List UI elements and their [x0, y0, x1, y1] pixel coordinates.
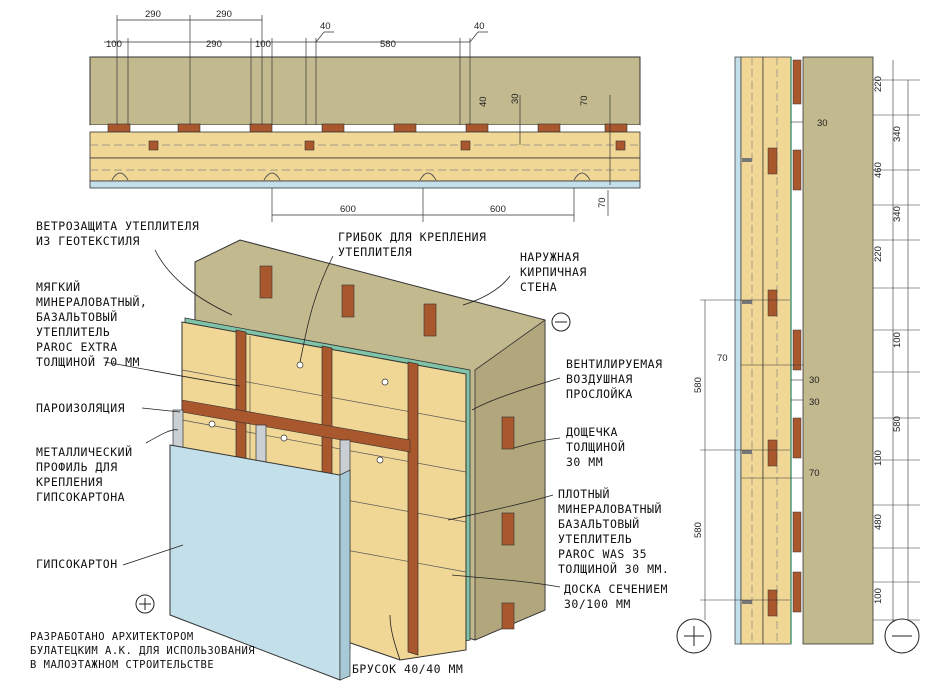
dim-sec-460: 460	[873, 162, 884, 178]
dim-sec-100-a: 100	[892, 332, 903, 348]
label-outer-wall: НАРУЖНАЯ КИРПИЧНАЯ СТЕНА	[520, 250, 587, 294]
label-metal-profile: МЕТАЛЛИЧЕСКИЙ ПРОФИЛЬ ДЛЯ КРЕПЛЕНИЯ ГИПС…	[36, 445, 133, 504]
label-soft-insulation: МЯГКИЙ МИНЕРАЛОВАТНЫЙ, БАЗАЛЬТОВЫЙ УТЕПЛ…	[36, 280, 148, 369]
dim-side-30: 30	[510, 93, 521, 104]
dim-bottom-600-a: 600	[340, 204, 356, 215]
label-bar: БРУСОК 40/40 ММ	[352, 662, 464, 676]
dim-top-290-c: 290	[206, 39, 222, 50]
label-plank: ДОСКА СЕЧЕНИЕМ 30/100 ММ	[564, 582, 668, 611]
dim-sec-inner-30-c: 30	[809, 397, 820, 408]
dim-sec-inner-30-b: 30	[809, 375, 820, 386]
dim-sec-100-c: 100	[873, 588, 884, 604]
top-plan	[89, 15, 641, 222]
dim-top-100-a: 100	[106, 39, 122, 50]
label-fungus: ГРИБОК ДЛЯ КРЕПЛЕНИЯ УТЕПЛИТЕЛЯ	[338, 230, 487, 259]
dim-sec-220-b: 220	[873, 246, 884, 262]
dim-side-70: 70	[579, 95, 590, 106]
label-wind-barrier: ВЕТРОЗАЩИТА УТЕПЛИТЕЛЯ ИЗ ГЕОТЕКСТИЛЯ	[36, 219, 200, 248]
label-air-gap: ВЕНТИЛИРУЕМАЯ ВОЗДУШНАЯ ПРОСЛОЙКА	[566, 357, 663, 401]
dim-top-40-b: 40	[474, 21, 485, 32]
dim-top-40-a: 40	[320, 21, 331, 32]
dim-sec-480: 480	[873, 514, 884, 530]
label-author: РАЗРАБОТАНО АРХИТЕКТОРОМ БУЛАТЕЦКИМ А.К.…	[30, 631, 256, 671]
label-gypsum: ГИПСОКАРТОН	[36, 557, 118, 571]
isometric-view	[169, 239, 546, 681]
dim-top-290-a: 290	[145, 9, 161, 20]
dim-side-40: 40	[478, 96, 489, 107]
label-vapor-barrier: ПАРОИЗОЛЯЦИЯ	[36, 401, 126, 415]
dim-sec-inner-70-b: 70	[809, 468, 820, 479]
dim-right-70: 70	[597, 197, 608, 208]
leader-lines	[104, 249, 561, 661]
dim-bottom-600-b: 600	[490, 204, 506, 215]
dim-top-100-b: 100	[255, 39, 271, 50]
dim-sec-340-b: 340	[892, 206, 903, 222]
dim-top-580: 580	[380, 39, 396, 50]
dim-sec-100-b: 100	[873, 450, 884, 466]
dim-sec-580: 580	[892, 416, 903, 432]
wall-section	[700, 56, 920, 645]
orientation-symbols	[135, 312, 920, 654]
dim-sec-340-a: 340	[892, 126, 903, 142]
dim-top-290-b: 290	[216, 9, 232, 20]
dim-sec-left-580-a: 580	[693, 377, 704, 393]
dim-sec-left-580-b: 580	[693, 522, 704, 538]
label-board: ДОЩЕЧКА ТОЛЩИНОЙ 30 ММ	[566, 425, 626, 469]
dim-sec-inner-30-a: 30	[817, 118, 828, 129]
label-dense-insulation: ПЛОТНЫЙ МИНЕРАЛОВАТНЫЙ БАЗАЛЬТОВЫЙ УТЕПЛ…	[558, 487, 670, 576]
dim-sec-220-a: 220	[873, 76, 884, 92]
dim-sec-inner-70-a: 70	[717, 353, 728, 364]
